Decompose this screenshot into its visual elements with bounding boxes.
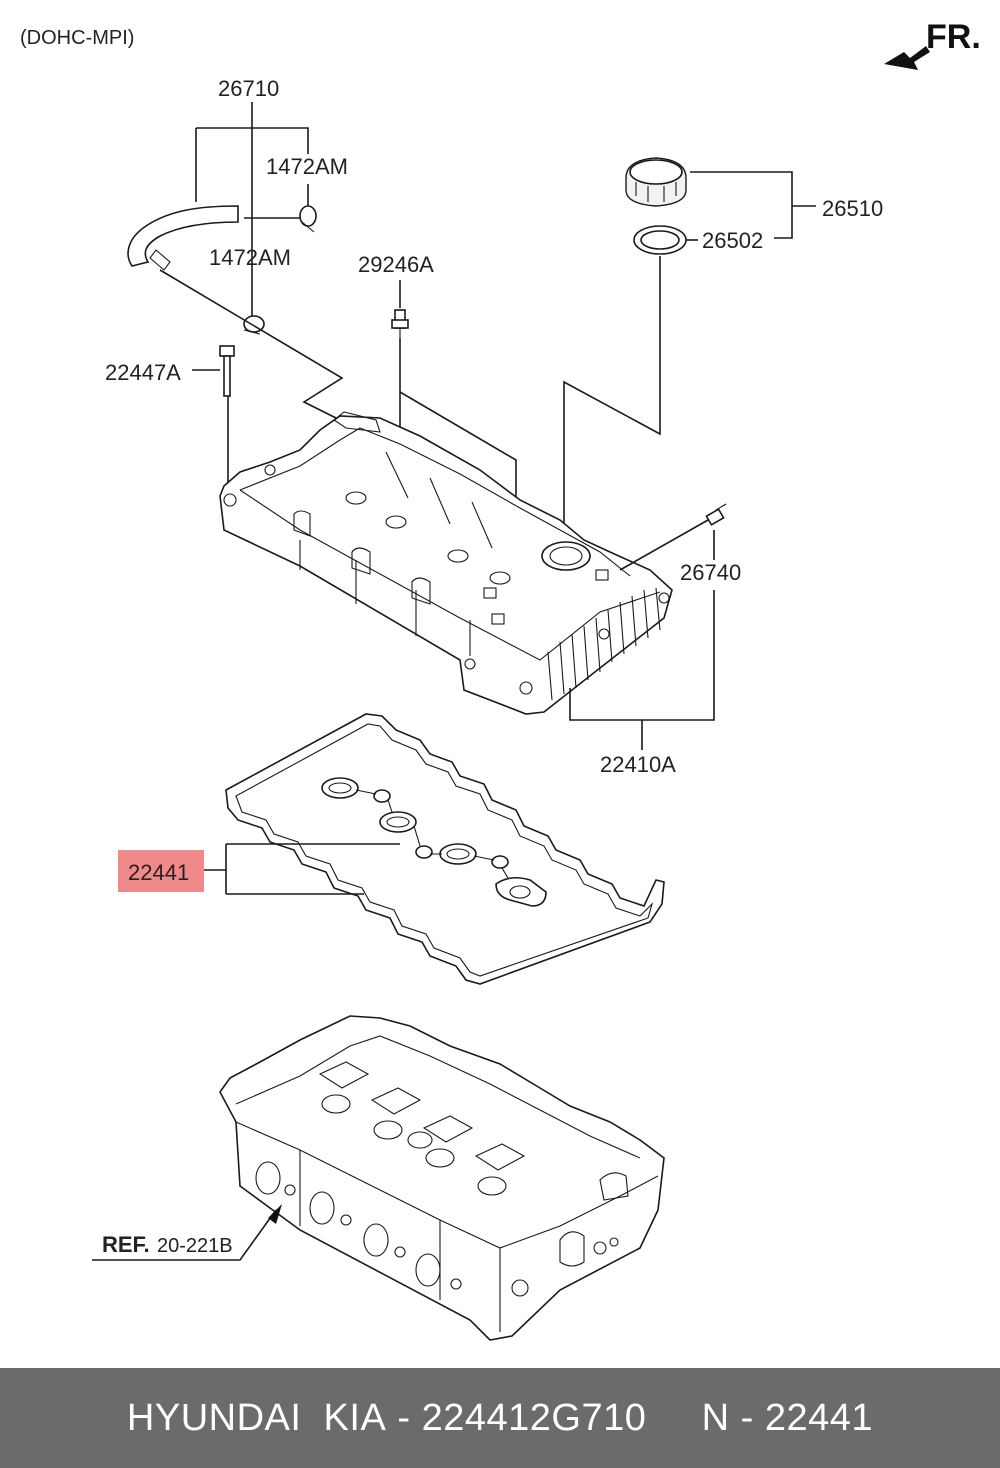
front-arrow-icon	[884, 46, 930, 70]
ref-arrow-icon	[268, 1204, 282, 1224]
footer-gap	[646, 1397, 701, 1440]
footer-ref-number: 22441	[764, 1396, 874, 1439]
footer-ref-prefix: N	[701, 1396, 730, 1439]
highlight-box-22441	[118, 850, 204, 892]
footer-brand: HYUNDAI KIA	[126, 1396, 387, 1439]
label-26510: 26510	[822, 196, 883, 221]
label-1472am-lower: 1472AM	[209, 245, 291, 270]
footer-separator-2: -	[729, 1396, 765, 1439]
front-marker-label: FR.	[926, 18, 981, 56]
bolt-22447a	[219, 345, 235, 397]
footer-part-number: 224412G710	[421, 1396, 647, 1439]
label-22410a: 22410A	[600, 752, 676, 777]
label-22447a: 22447A	[105, 360, 181, 385]
breather-hose-26710	[127, 205, 239, 271]
oil-filler-cap-26510	[625, 157, 687, 207]
footer-bar: HYUNDAI KIA - 224412G710 N - 22441	[0, 1368, 1000, 1468]
label-26710: 26710	[218, 76, 279, 101]
bolt-29246a	[391, 309, 409, 338]
parts-diagram: (DOHC-MPI) FR. 26710 1472AM 1472AM 26510…	[20, 18, 981, 1341]
label-26502: 26502	[702, 228, 763, 253]
pcv-valve-26740	[705, 503, 727, 526]
label-29246a: 29246A	[358, 252, 434, 277]
label-1472am-upper: 1472AM	[266, 154, 348, 179]
cylinder-head-reference	[219, 1015, 665, 1341]
cover-gasket-22441	[225, 713, 665, 985]
ref-prefix-label: REF.	[102, 1232, 150, 1257]
oil-filler-gasket-26502	[633, 225, 687, 255]
cylinder-head-cover-22410a	[219, 411, 673, 715]
label-22441: 22441	[128, 860, 189, 885]
ref-number-label: 20-221B	[157, 1235, 233, 1257]
footer-separator: -	[386, 1396, 422, 1439]
hose-clamp-upper	[299, 205, 317, 233]
label-26740: 26740	[680, 560, 741, 585]
engine-type-label: (DOHC-MPI)	[20, 27, 134, 49]
